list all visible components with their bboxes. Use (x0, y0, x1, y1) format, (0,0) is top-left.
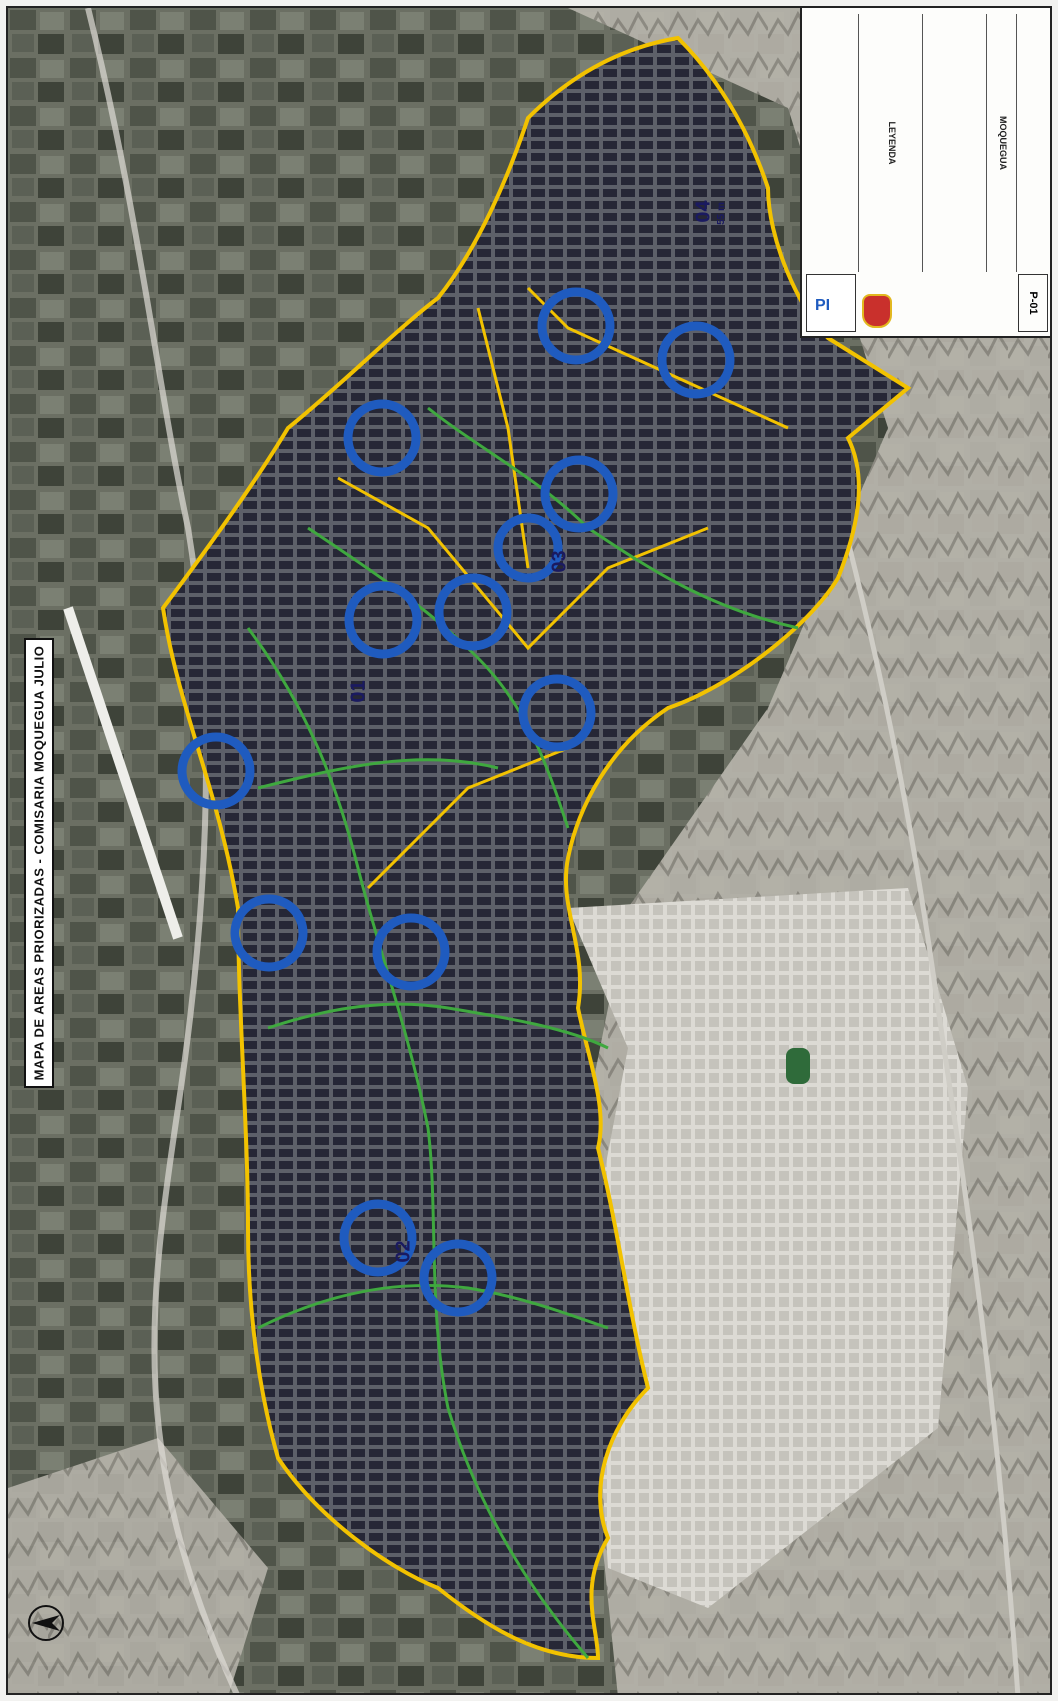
legend-panel: LEYENDA MOQUEGUA PI P-01 (800, 8, 1050, 338)
pi-logo-icon: PI (815, 297, 831, 314)
map-title-box: MAPA DE AREAS PRIORIZADAS - COMISARIA MO… (24, 638, 54, 1088)
sector-label: 01 (347, 680, 370, 703)
road-green-5 (257, 1283, 609, 1330)
priority-circle (493, 513, 563, 583)
legend-column: LEYENDA (862, 14, 923, 272)
road-green-6 (257, 758, 499, 790)
sector-label: 02 (392, 1240, 415, 1263)
municipal-emblem-icon (862, 294, 892, 328)
priority-circle (230, 894, 308, 972)
road-green-4 (267, 1002, 609, 1050)
priority-circle (518, 674, 596, 752)
legend-column: MOQUEGUA (990, 14, 1017, 272)
sector-sublabel: 55 m (715, 202, 727, 225)
priority-circle (177, 732, 255, 810)
sector-divider-1 (337, 476, 709, 651)
airstrip (63, 606, 183, 940)
map-title: MAPA DE AREAS PRIORIZADAS - COMISARIA MO… (31, 645, 47, 1081)
map-frame: 01 02 03 04 55 m MAPA DE AREAS PRIORIZAD… (6, 6, 1052, 1695)
priority-circle (540, 455, 618, 533)
road-green-1 (246, 627, 590, 1659)
priority-circle (343, 399, 421, 477)
sector-divider-3 (526, 286, 789, 430)
legend-column (926, 14, 987, 272)
sector-label: 03 (548, 550, 571, 573)
priority-circle (434, 573, 512, 651)
north-arrow-icon (28, 1605, 64, 1641)
sector-label: 04 (692, 200, 715, 223)
legend-column (810, 14, 859, 272)
sheet-code-box: P-01 (1018, 274, 1048, 332)
legend-subtitle: MOQUEGUA (998, 116, 1008, 170)
road-green-2 (307, 526, 570, 829)
legend-logo-box: PI (806, 274, 856, 332)
priority-circle (339, 1199, 417, 1277)
priority-circle (537, 287, 615, 365)
priority-circles (177, 287, 735, 1317)
priority-circle (657, 321, 735, 399)
stadium (786, 1048, 810, 1084)
priority-circle (372, 913, 450, 991)
highway (815, 427, 1021, 1693)
city-moquegua (568, 888, 968, 1608)
sector-divider-2 (366, 746, 569, 890)
river (85, 8, 240, 1693)
legend-heading: LEYENDA (887, 121, 897, 165)
priority-circle (344, 581, 422, 659)
sheet-code: P-01 (1027, 291, 1039, 315)
terrain-desert-west (8, 1438, 268, 1693)
priority-circle (419, 1239, 497, 1317)
